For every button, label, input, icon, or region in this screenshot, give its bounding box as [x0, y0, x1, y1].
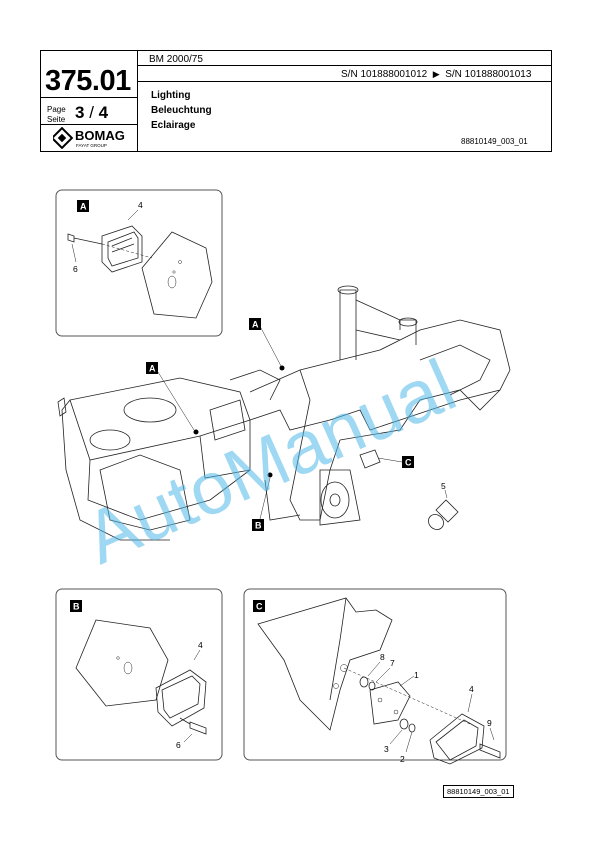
header-rule [41, 124, 137, 125]
brand-text: BOMAG [75, 128, 125, 143]
header-rule [137, 65, 551, 66]
callout-2: 2 [400, 754, 405, 764]
header-rule [41, 97, 137, 98]
main-label-c: C [377, 456, 414, 468]
callout-6: 6 [73, 264, 78, 274]
detail-a-label: A [77, 200, 89, 212]
main-label-b: B [252, 477, 271, 531]
header-rule [137, 81, 551, 82]
callout-3: 3 [384, 744, 389, 754]
detail-c-label: C [253, 600, 265, 612]
svg-text:A: A [80, 202, 87, 212]
bulb-part: 5 [428, 481, 459, 530]
part-number: 375.01 [45, 65, 131, 97]
callout-5: 5 [441, 481, 446, 491]
footer-doc-id: 88810149_003_01 [443, 785, 514, 798]
serial-range: S/N 101888001012 ▶ S/N 101888001013 [341, 69, 532, 80]
main-label-a-upper: A [249, 318, 282, 367]
title-de: Beleuchtung [151, 105, 212, 116]
svg-text:A: A [252, 320, 259, 330]
callout-9: 9 [487, 718, 492, 728]
mounting-plate [141, 231, 213, 319]
bomag-logo: BOMAG FAYAT GROUP [50, 126, 133, 150]
mounting-plate-b [75, 619, 169, 707]
callout-4: 4 [138, 200, 143, 210]
svg-text:B: B [73, 602, 80, 612]
callout-4b: 4 [198, 640, 203, 650]
detail-c-frame [243, 588, 507, 761]
svg-text:B: B [255, 521, 262, 531]
doc-id: 88810149_003_01 [461, 137, 528, 146]
svg-text:A: A [149, 364, 156, 374]
detail-b-frame [55, 588, 223, 761]
chassis-drawing [57, 285, 511, 541]
main-label-a-left: A [146, 362, 195, 431]
svg-text:C: C [256, 602, 263, 612]
callout-7: 7 [390, 658, 395, 668]
title-fr: Eclairage [151, 120, 196, 131]
callout-8: 8 [380, 652, 385, 662]
header-divider [137, 51, 138, 151]
title-en: Lighting [151, 90, 191, 101]
callout-1: 1 [414, 670, 419, 680]
svg-text:C: C [405, 458, 412, 468]
callout-4c: 4 [469, 684, 474, 694]
callout-6b: 6 [176, 740, 181, 750]
page-number: 3 / 4 [75, 103, 109, 122]
brand-subtext: FAYAT GROUP [76, 143, 107, 148]
detail-b-label: B [70, 600, 82, 612]
model-name: BM 2000/75 [149, 54, 203, 65]
